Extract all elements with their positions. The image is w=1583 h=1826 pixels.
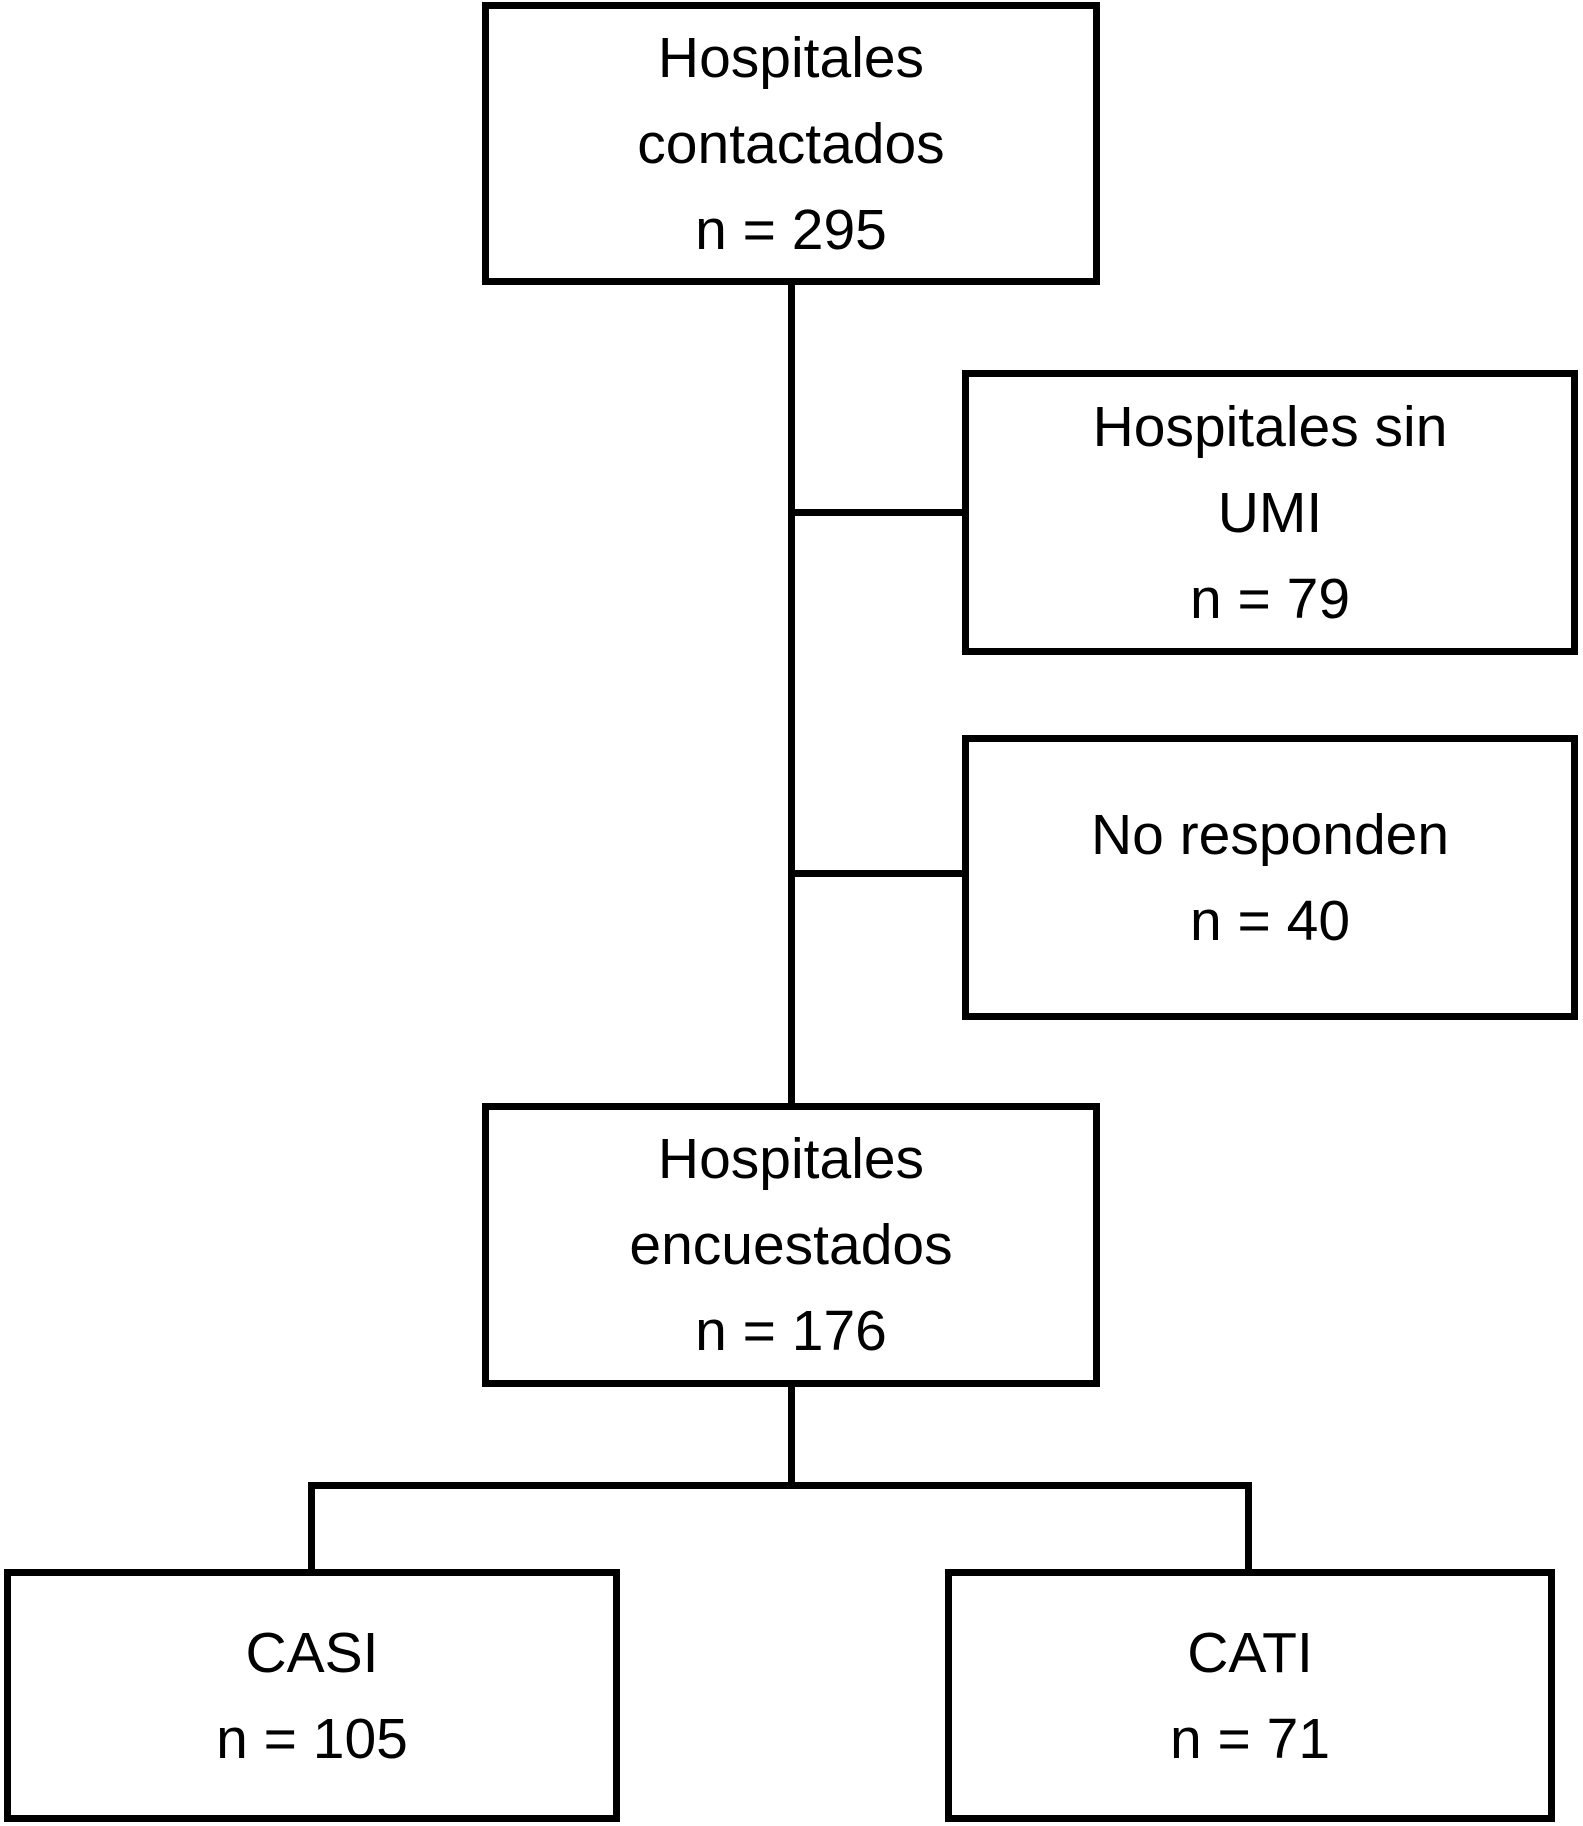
box-hospitales-contactados-line1: Hospitales [657, 25, 925, 90]
connector-branch-no-responden-line [793, 870, 962, 877]
box-hospitales-contactados: Hospitales contactados n = 295 [482, 2, 1100, 285]
box-hospitales-encuestados: Hospitales encuestados n = 176 [482, 1103, 1100, 1387]
connector-trunk-upper-line [788, 283, 795, 1105]
box-cati-count: n = 71 [1169, 1706, 1331, 1771]
box-hospitales-sin-umi-line1: Hospitales sin [1092, 394, 1448, 459]
box-hospitales-sin-umi-line2: UMI [1217, 480, 1323, 545]
connector-branch-sin-umi-line [793, 509, 962, 516]
box-cati: CATI n = 71 [945, 1569, 1555, 1822]
box-hospitales-sin-umi-count: n = 79 [1189, 566, 1351, 631]
connector-split-bar-line [308, 1482, 1252, 1489]
connector-drop-cati-line [1245, 1482, 1252, 1571]
box-hospitales-encuestados-count: n = 176 [695, 1299, 887, 1363]
connector-drop-casi-line [308, 1482, 315, 1571]
box-hospitales-contactados-line2: contactados [637, 111, 945, 176]
connector-trunk-lower-line [788, 1385, 795, 1487]
box-no-responden-count: n = 40 [1189, 888, 1351, 953]
box-casi-count: n = 105 [216, 1706, 408, 1771]
box-hospitales-encuestados-line2: encuestados [629, 1213, 953, 1277]
box-casi-line1: CASI [245, 1620, 379, 1685]
box-hospitales-sin-umi: Hospitales sin UMI n = 79 [962, 370, 1578, 655]
box-hospitales-encuestados-line1: Hospitales [657, 1127, 925, 1191]
box-no-responden: No responden n = 40 [962, 735, 1578, 1020]
box-no-responden-line1: No responden [1090, 802, 1450, 867]
box-casi: CASI n = 105 [4, 1569, 620, 1822]
box-cati-line1: CATI [1187, 1620, 1313, 1685]
box-hospitales-contactados-count: n = 295 [695, 197, 887, 262]
